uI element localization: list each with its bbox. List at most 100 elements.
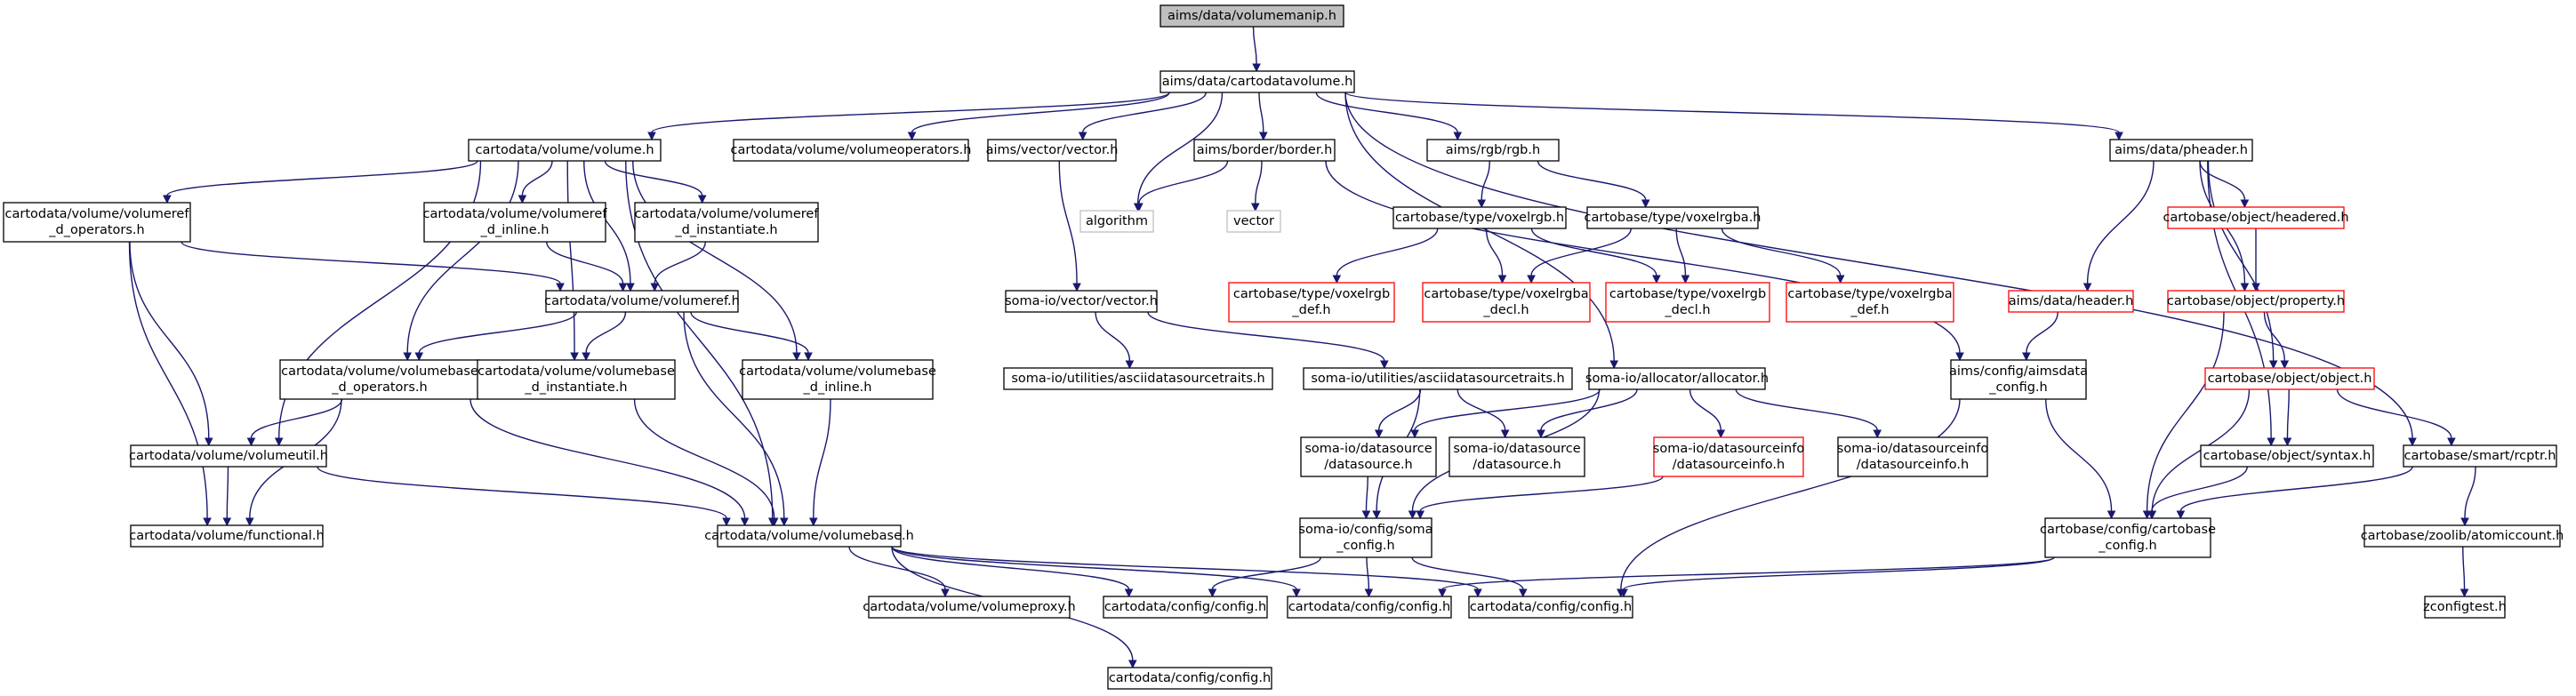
edge-voxelrgb-to-voxelrgb-decl [1530,228,1657,276]
node-volumebase-d-operators[interactable]: cartodata/volume/volumebase_d_operators.… [279,359,480,400]
node-syntax[interactable]: cartobase/object/syntax.h [2200,444,2374,468]
node-label: cartobase/type/voxelrgb [1609,287,1766,301]
edge-arrowhead [2107,510,2116,520]
edge-arrowhead [1372,510,1381,520]
node-box [1392,206,1567,229]
node-volumeref-d-inline[interactable]: cartodata/volume/volumeref_d_inline.h [423,202,608,243]
node-config-2[interactable]: cartodata/config/config.h [1287,596,1452,619]
edge-arrowhead [1716,429,1726,439]
node-voxelrgba-def[interactable]: cartobase/type/voxelrgba_def.h [1786,282,1954,323]
node-volumebase[interactable]: cartodata/volume/volumebase.h [704,524,914,548]
node-box [477,359,676,400]
node-allocator[interactable]: soma-io/allocator/allocator.h [1585,367,1769,390]
node-rgb[interactable]: aims/rgb/rgb.h [1426,139,1560,162]
node-volumeref[interactable]: cartodata/volume/volumeref.h [544,290,740,313]
node-config-3[interactable]: cartodata/config/config.h [1468,596,1633,619]
node-box [2008,290,2134,313]
node-voxelrgba-decl[interactable]: cartobase/type/voxelrgba_decl.h [1422,282,1591,323]
edge-arrowhead [1072,283,1081,292]
node-box [1228,282,1395,323]
node-asciitraits-b[interactable]: soma-io/utilities/asciidatasourcetraits.… [1303,367,1573,390]
node-config-4[interactable]: cartodata/config/config.h [1107,667,1272,690]
node-label: cartodata/volume/volumeutil.h [129,449,328,463]
node-volumeutil[interactable]: cartodata/volume/volumeutil.h [129,444,328,468]
node-label: aims/data/cartodatavolume.h [1162,75,1353,89]
node-box [634,202,819,243]
edge-object-to-syntax [2286,388,2290,439]
node-label: soma-io/datasource [1453,442,1580,456]
node-headered[interactable]: cartobase/object/headered.h [2163,206,2349,229]
node-box [1950,359,2087,400]
node-box [1586,206,1759,229]
edge-datasource-a-to-soma-config [1365,476,1368,512]
edge-arrowhead [2022,352,2031,362]
edge-volumebase-d-inline-to-volumebase [813,398,831,519]
edge-arrowhead [1380,360,1389,370]
node-pheader[interactable]: aims/data/pheader.h [2109,139,2253,162]
node-label: soma-io/config/soma [1298,523,1432,537]
node-volumeproxy[interactable]: cartodata/volume/volumeproxy.h [863,596,1076,619]
node-label: cartobase/object/headered.h [2163,211,2348,225]
node-object[interactable]: cartobase/object/object.h [2204,367,2375,390]
node-box [1588,367,1766,390]
node-cartobase-config[interactable]: cartobase/config/cartobase_config.h [2040,517,2216,558]
edge-atomiccount-to-zconfigtest [2462,546,2466,590]
node-property[interactable]: cartobase/object/property.h [2167,290,2345,313]
node-functional[interactable]: cartodata/volume/functional.h [129,524,325,548]
node-config-1[interactable]: cartodata/config/config.h [1103,596,1268,619]
node-vector[interactable]: aims/vector/vector.h [986,139,1119,162]
node-header[interactable]: aims/data/header.h [2008,290,2134,313]
node-volumeref-d-operators[interactable]: cartodata/volume/volumeref_d_operators.h [3,202,191,243]
node-somavector[interactable]: soma-io/vector/vector.h [1005,290,1158,313]
edge-cartobase-config-to-config-3 [1623,556,2055,590]
node-zconfigtest[interactable]: zconfigtest.h [2423,596,2507,619]
node-datasource-b[interactable]: soma-io/datasource/datasource.h [1448,436,1585,477]
node-box [733,139,969,162]
edge-arrowhead [246,437,256,447]
node-voxelrgb-decl[interactable]: cartobase/type/voxelrgb_decl.h [1605,282,1770,323]
edge-somavector-to-asciitraits-a [1095,311,1131,362]
node-soma-config[interactable]: soma-io/config/soma _config.h [1298,517,1433,558]
node-voxelrgb[interactable]: cartobase/type/voxelrgb.h [1392,206,1567,229]
edge-arrowhead [1125,360,1135,370]
edge-volumemanip-to-cartodatavolume [1252,26,1257,65]
node-label: soma-io/utilities/asciidatasourcetraits.… [1311,372,1564,386]
node-box [2200,444,2374,468]
node-volumeoperators[interactable]: cartodata/volume/volumeoperators.h [731,139,972,162]
node-label: _config.h [1336,539,1394,553]
edge-arrowhead [2283,437,2292,447]
edge-arrowhead [941,588,950,598]
node-datasource-a[interactable]: soma-io/datasource/datasource.h [1300,436,1437,477]
node-volume[interactable]: cartodata/volume/volume.h [468,139,662,162]
node-volumebase-d-inline[interactable]: cartodata/volume/volumebase_d_inline.h [739,359,936,400]
node-voxelrgba[interactable]: cartobase/type/voxelrgba.h [1585,206,1761,229]
edge-arrowhead [907,132,917,141]
node-box [1003,367,1273,390]
edge-arrowhead [1473,588,1482,598]
node-asciitraits-a[interactable]: soma-io/utilities/asciidatasourcetraits.… [1003,367,1273,390]
node-label: cartodata/config/config.h [1288,600,1450,614]
node-box [1837,436,1988,477]
node-volumeref-d-instantiate[interactable]: cartodata/volume/volumeref_d_instantiate… [634,202,820,243]
node-datasourceinfo-red[interactable]: soma-io/datasourceinfo/datasourceinfo.h [1653,436,1805,477]
node-cartodatavolume[interactable]: aims/data/cartodatavolume.h [1160,70,1355,93]
node-label: cartobase/object/object.h [2208,372,2372,386]
node-label: /datasource.h [1324,458,1413,472]
node-volumebase-d-instantiate[interactable]: cartodata/volume/volumebase_d_instantiat… [477,359,676,400]
edge-volumeref-d-inline-to-volumeref [546,241,624,284]
node-rcptr[interactable]: cartobase/smart/rcptr.h [2403,444,2557,468]
node-aimsdata-config[interactable]: aims/config/aimsdata_config.h [1949,359,2088,400]
node-volumemanip[interactable]: aims/data/volumemanip.h [1160,4,1344,28]
node-label: soma-io/allocator/allocator.h [1585,372,1769,386]
node-datasourceinfo-black[interactable]: soma-io/datasourceinfo/datasourceinfo.h [1837,436,1989,477]
node-label: cartodata/volume/volumeoperators.h [731,143,972,157]
node-voxelrgb-def[interactable]: cartobase/type/voxelrgb_def.h [1228,282,1395,323]
node-box [279,359,480,400]
node-label: cartobase/smart/rcptr.h [2404,449,2556,463]
node-algorithm[interactable]: algorithm [1079,210,1154,233]
node-label: aims/config/aimsdata [1949,364,2088,379]
node-atomiccount[interactable]: cartobase/zoolib/atomiccount.h [2361,524,2564,548]
node-label: cartodata/volume/functional.h [129,529,324,543]
node-border[interactable]: aims/border/border.h [1193,139,1336,162]
node-stdvector[interactable]: vector [1226,210,1281,233]
